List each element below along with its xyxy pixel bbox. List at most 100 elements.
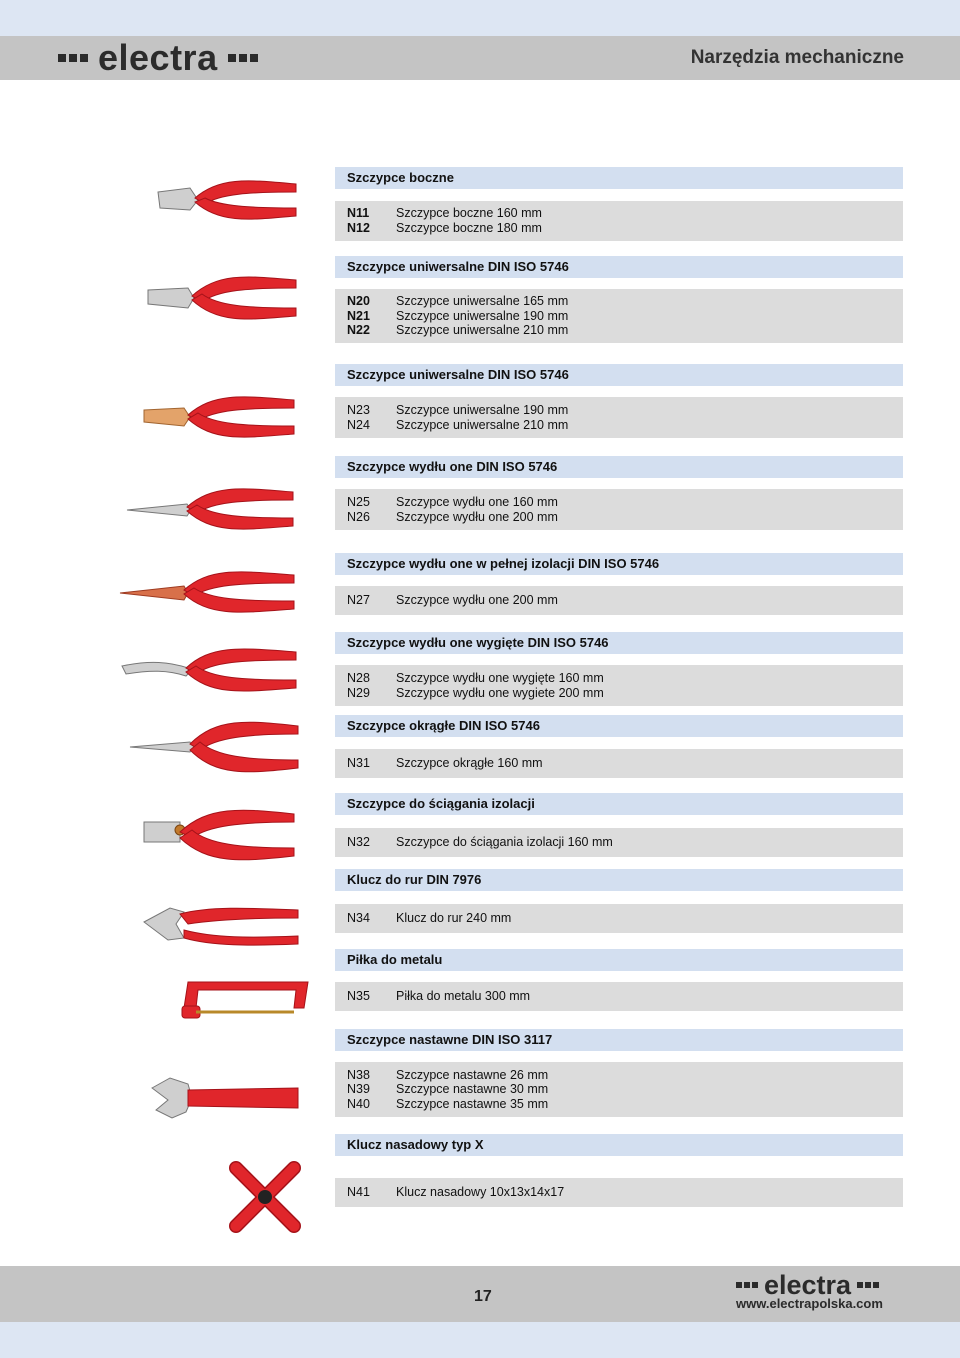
footer-logo: electra bbox=[736, 1270, 880, 1300]
category-header: Szczypce okrągłe DIN ISO 5746 bbox=[335, 715, 903, 737]
logo-dots-icon bbox=[58, 54, 88, 62]
wire-stripper-icon bbox=[143, 809, 295, 861]
footer-strip bbox=[0, 1322, 960, 1358]
category-header: Szczypce uniwersalne DIN ISO 5746 bbox=[335, 256, 903, 278]
item-code: N41 bbox=[347, 1185, 370, 1200]
category-header: Szczypce nastawne DIN ISO 3117 bbox=[335, 1029, 903, 1051]
item-list: N41 Klucz nasadowy 10x13x14x17 bbox=[335, 1178, 903, 1207]
item-desc: Szczypce wydłu one wygięte 160 mm bbox=[396, 670, 604, 685]
item-code: N20 bbox=[347, 294, 370, 309]
footer-bar bbox=[0, 1266, 960, 1322]
item-desc: Szczypce nastawne 26 mm bbox=[396, 1067, 549, 1082]
item-code: N29 bbox=[347, 685, 370, 700]
item-code: N25 bbox=[347, 494, 370, 509]
item-row: N22 Szczypce uniwersalne 210 mm bbox=[347, 323, 903, 338]
item-code: N34 bbox=[347, 911, 370, 926]
item-code: N35 bbox=[347, 989, 370, 1004]
item-desc: Szczypce okrągłe 160 mm bbox=[396, 756, 543, 771]
logo-dots-icon bbox=[857, 1282, 880, 1288]
item-row: N26 Szczypce wydłu one 200 mm bbox=[347, 510, 903, 525]
category-header: Szczypce wydłu one w pełnej izolacji DIN… bbox=[335, 553, 903, 575]
item-code: N12 bbox=[347, 221, 370, 235]
item-code: N26 bbox=[347, 509, 370, 524]
long-nose-pliers-insulated-icon bbox=[119, 571, 295, 613]
item-list: N23 Szczypce uniwersalne 190 mm N24 Szczyp… bbox=[335, 397, 903, 438]
long-nose-pliers-icon bbox=[126, 488, 294, 530]
item-row: N38 Szczypce nastawne 26 mm bbox=[347, 1068, 903, 1083]
item-desc: Szczypce do ściągania izolacji 160 mm bbox=[396, 835, 613, 850]
item-code: N40 bbox=[347, 1096, 370, 1111]
item-code: N32 bbox=[347, 835, 370, 850]
item-list: N25 Szczypce wydłu one 160 mm N26 Szczypce… bbox=[335, 489, 903, 530]
item-code: N38 bbox=[347, 1067, 370, 1082]
item-desc: Szczypce uniwersalne 190 mm bbox=[396, 402, 569, 417]
pipe-wrench-icon bbox=[143, 907, 299, 946]
item-row: N29 Szczypce wydłu one wygiete 200 mm bbox=[347, 686, 903, 701]
header-logo: electra bbox=[58, 40, 258, 76]
item-row: N24 Szczypce uniwersalne 210 mm bbox=[347, 418, 903, 433]
item-desc: Szczypce wydłu one 200 mm bbox=[396, 509, 558, 524]
item-row: N32 Szczypce do ściągania izolacji 160 mm bbox=[347, 835, 903, 850]
item-list: N32 Szczypce do ściągania izolacji 160 mm bbox=[335, 828, 903, 857]
item-code: N22 bbox=[347, 323, 370, 338]
page-number: 17 bbox=[474, 1288, 492, 1305]
category-header: Szczypce do ściągania izolacji bbox=[335, 793, 903, 815]
item-row: N23 Szczypce uniwersalne 190 mm bbox=[347, 403, 903, 418]
item-list: N31 Szczypce okrągłe 160 mm bbox=[335, 749, 903, 778]
bent-nose-pliers-icon bbox=[121, 648, 297, 692]
item-row: N11 Szczypce boczne 160 mm bbox=[347, 206, 903, 221]
item-code: N27 bbox=[347, 593, 370, 608]
item-desc: Szczypce boczne 180 mm bbox=[396, 221, 542, 235]
item-row: N27 Szczypce wydłu one 200 mm bbox=[347, 593, 903, 608]
item-desc: Klucz nasadowy 10x13x14x17 bbox=[396, 1185, 565, 1200]
logo-dots-icon bbox=[736, 1282, 758, 1288]
category-header: Klucz do rur DIN 7976 bbox=[335, 869, 903, 891]
header-bar bbox=[0, 36, 960, 80]
side-cutter-pliers-icon bbox=[157, 180, 297, 220]
adjustable-wrench-icon bbox=[151, 1077, 299, 1119]
item-row: N21 Szczypce uniwersalne 190 mm bbox=[347, 309, 903, 324]
item-desc: Szczypce wydłu one 200 mm bbox=[396, 593, 558, 608]
item-row: N25 Szczypce wydłu one 160 mm bbox=[347, 495, 903, 510]
category-header: Piłka do metalu bbox=[335, 949, 903, 971]
logo-text: electra bbox=[764, 1270, 852, 1300]
item-row: N40 Szczypce nastawne 35 mm bbox=[347, 1097, 903, 1112]
item-code: N31 bbox=[347, 756, 370, 771]
category-header: Szczypce boczne bbox=[335, 167, 903, 189]
item-row: N20 Szczypce uniwersalne 165 mm bbox=[347, 294, 903, 309]
item-code: N21 bbox=[347, 308, 370, 323]
item-code: N23 bbox=[347, 402, 370, 417]
item-code: N11 bbox=[347, 206, 370, 221]
category-header: Szczypce wydłu one wygięte DIN ISO 5746 bbox=[335, 632, 903, 654]
item-desc: Szczypce wydłu one wygiete 200 mm bbox=[396, 685, 604, 700]
item-desc: Szczypce uniwersalne 190 mm bbox=[396, 308, 569, 323]
item-code: N28 bbox=[347, 670, 370, 685]
category-header: Szczypce wydłu one DIN ISO 5746 bbox=[335, 456, 903, 478]
item-row: N41 Klucz nasadowy 10x13x14x17 bbox=[347, 1185, 903, 1200]
logo-text: electra bbox=[98, 37, 218, 78]
round-nose-pliers-icon bbox=[129, 721, 299, 773]
item-desc: Szczypce uniwersalne 210 mm bbox=[396, 417, 569, 432]
item-code: N24 bbox=[347, 417, 370, 432]
item-desc: Szczypce uniwersalne 165 mm bbox=[396, 294, 569, 309]
item-list: N27 Szczypce wydłu one 200 mm bbox=[335, 586, 903, 615]
category-header: Klucz nasadowy typ X bbox=[335, 1134, 903, 1156]
item-desc: Szczypce uniwersalne 210 mm bbox=[396, 323, 569, 338]
item-desc: Szczypce wydłu one 160 mm bbox=[396, 494, 558, 509]
item-desc: Szczypce boczne 160 mm bbox=[396, 206, 542, 221]
top-strip bbox=[0, 0, 960, 36]
item-code: N39 bbox=[347, 1082, 370, 1097]
item-row: N31 Szczypce okrągłe 160 mm bbox=[347, 756, 903, 771]
item-list: N28 Szczypce wydłu one wygięte 160 mm N29… bbox=[335, 665, 903, 706]
item-desc: Szczypce nastawne 35 mm bbox=[396, 1096, 549, 1111]
logo-dots-icon bbox=[227, 54, 258, 62]
item-row: N28 Szczypce wydłu one wygięte 160 mm bbox=[347, 671, 903, 686]
combination-pliers-vde-icon bbox=[143, 396, 295, 438]
footer-url[interactable]: www.electrapolska.com bbox=[736, 1296, 883, 1311]
